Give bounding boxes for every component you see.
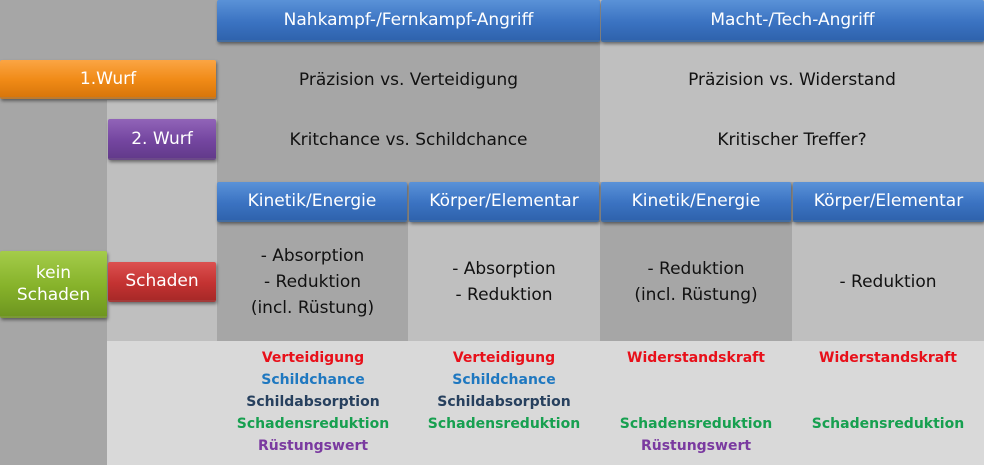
mitigation-line: - Absorption <box>452 258 556 279</box>
stat-item: Schadensreduktion <box>427 416 581 432</box>
mitigation-cell: - Absorption - Reduktion <box>408 222 600 341</box>
first-roll-label: 1.Wurf <box>0 60 216 99</box>
mitigation-line: (incl. Rüstung) <box>250 297 375 318</box>
mitigation-line: - Absorption <box>260 245 365 266</box>
damage-type-header: Kinetik/Energie <box>217 182 407 222</box>
damage-type-header: Körper/Elementar <box>409 182 599 222</box>
first-roll-melee: Präzision vs. Verteidigung <box>298 70 519 90</box>
stat-item: Schildabsorption <box>437 394 571 410</box>
second-roll-force: Kritischer Treffer? <box>717 130 867 150</box>
stat-item <box>408 435 600 457</box>
stat-item: Verteidigung <box>261 350 365 366</box>
stat-item: Rüstungswert <box>640 438 752 454</box>
mitigation-line: (incl. Rüstung) <box>634 284 758 305</box>
stats-bg <box>107 341 984 465</box>
damage-type-header: Kinetik/Energie <box>601 182 791 222</box>
stat-item <box>792 435 984 457</box>
stat-item: Rüstungswert <box>257 438 369 454</box>
stats-list: Verteidigung Schildchance Schildabsorpti… <box>408 347 600 457</box>
header-melee: Nahkampf-/Fernkampf-Angriff <box>217 0 600 42</box>
no-damage-label: kein Schaden <box>0 251 107 318</box>
stats-list: Widerstandskraft Schadensreduktion Rüstu… <box>600 347 792 457</box>
stat-item <box>792 369 984 391</box>
stats-list: Verteidigung Schildchance Schildabsorpti… <box>217 347 409 457</box>
damage-label: Schaden <box>108 262 216 302</box>
stat-item: Schildchance <box>452 372 556 388</box>
stat-item: Verteidigung <box>452 350 556 366</box>
mitigation-cell: - Reduktion (incl. Rüstung) <box>600 222 792 341</box>
stat-item <box>600 369 792 391</box>
header-force: Macht-/Tech-Angriff <box>601 0 984 42</box>
first-roll-force: Präzision vs. Widerstand <box>688 70 896 90</box>
mitigation-cell: - Reduktion <box>792 222 984 341</box>
stat-item: Schadensreduktion <box>811 416 965 432</box>
stat-item: Widerstandskraft <box>819 350 957 366</box>
mitigation-line: - Reduktion <box>647 258 745 279</box>
stats-list: Widerstandskraft Schadensreduktion <box>792 347 984 457</box>
second-roll-melee: Kritchance vs. Schildchance <box>289 130 528 150</box>
stat-item: Schadensreduktion <box>619 416 773 432</box>
stat-item: Schildabsorption <box>246 394 380 410</box>
mitigation-cell: - Absorption - Reduktion (incl. Rüstung) <box>217 222 408 341</box>
cell-bg <box>792 222 984 341</box>
stat-item <box>600 391 792 413</box>
mitigation-line: - Reduktion <box>839 271 937 292</box>
stat-item: Schadensreduktion <box>236 416 390 432</box>
stat-item: Schildchance <box>261 372 365 388</box>
stat-item: Widerstandskraft <box>627 350 765 366</box>
damage-type-header: Körper/Elementar <box>793 182 984 222</box>
mitigation-line: - Reduktion <box>263 271 362 292</box>
stat-item <box>792 391 984 413</box>
second-roll-label: 2. Wurf <box>108 119 216 160</box>
mitigation-line: - Reduktion <box>455 284 553 305</box>
cell-bg <box>408 222 600 341</box>
